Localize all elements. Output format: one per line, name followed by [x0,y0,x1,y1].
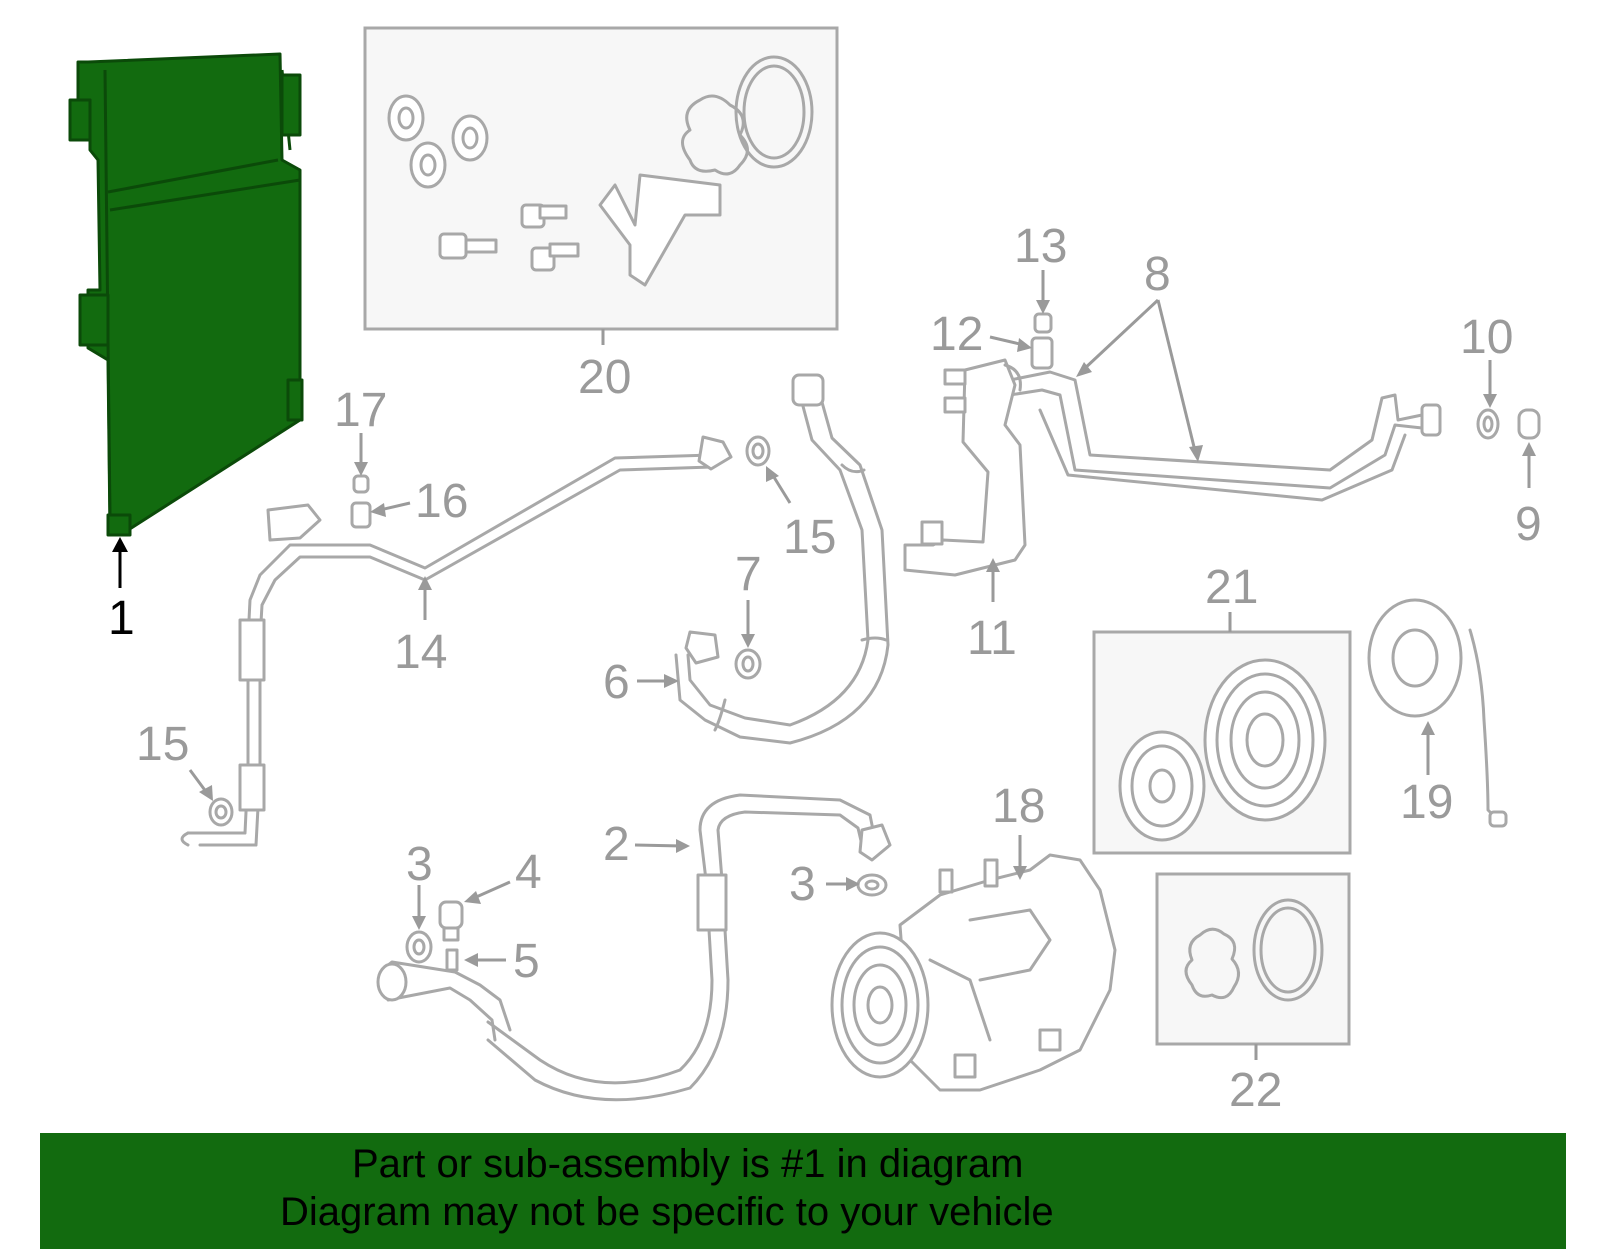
leader-8a [1081,298,1160,372]
arrow-8b [1189,445,1203,462]
leader-16 [379,501,411,512]
callout-19: 19 [1400,776,1453,829]
arrow-12 [1017,338,1032,352]
leader-15b [188,769,209,794]
condenser-part-1[interactable] [68,52,304,537]
arrow-7 [741,634,755,648]
arrow-18 [1013,866,1027,880]
leader-4 [473,880,511,900]
callout-17: 17 [334,384,387,437]
info-banner: Part or sub-assembly is #1 in diagram Di… [40,1133,1566,1249]
arrow-15a [766,466,779,482]
callout-15-left: 15 [136,718,189,771]
hardware-kit-box-20[interactable] [363,26,839,331]
callout-10: 10 [1460,311,1513,364]
leader-8b [1156,299,1198,456]
arrow-4 [464,891,481,904]
callout-13: 13 [1014,220,1067,273]
cap-part-13[interactable] [1033,312,1053,334]
seal-kit-box-22[interactable] [1155,872,1351,1046]
callout-8: 8 [1144,248,1171,301]
leader-2 [634,843,683,848]
callout-6: 6 [603,656,630,709]
leader-15a [770,473,792,504]
suction-hose-part-6[interactable] [674,373,890,745]
discharge-hose-part-2[interactable] [486,793,892,1102]
banner-line-2: Diagram may not be specific to your vehi… [280,1190,1054,1234]
callout-14: 14 [394,626,447,679]
arrow-1 [112,537,128,552]
callout-3-right: 3 [789,858,816,911]
liquid-line-part-11[interactable] [903,358,1027,577]
callout-15-top: 15 [783,511,836,564]
arrow-11 [986,558,1000,572]
arrow-19 [1421,721,1435,735]
callout-7: 7 [735,548,762,601]
arrow-16 [370,503,386,517]
banner-line-1: Part or sub-assembly is #1 in diagram [352,1142,1024,1186]
callout-20: 20 [578,351,631,404]
o-ring-part-7[interactable] [734,648,762,680]
o-ring-part-3-left[interactable] [405,930,433,964]
arrow-17 [354,462,368,476]
arrow-15b [199,785,213,801]
arrow-10 [1483,394,1497,408]
callout-16: 16 [415,475,468,528]
callout-21: 21 [1205,561,1258,614]
arrow-13 [1036,300,1050,314]
callout-2: 2 [603,818,630,871]
callout-5: 5 [513,935,540,988]
compressor-part-18[interactable] [830,853,1117,1092]
arrow-14 [418,576,432,590]
service-line-part-5[interactable] [376,948,512,1042]
callout-9: 9 [1515,498,1542,551]
arrow-5 [464,953,478,967]
callout-18: 18 [992,780,1045,833]
arrow-9 [1522,442,1536,456]
callout-1: 1 [108,592,135,645]
callout-22: 22 [1229,1064,1282,1117]
arrow-3b [846,877,860,891]
arrow-8a [1076,362,1092,377]
suction-line-part-8[interactable] [1008,370,1442,502]
clutch-kit-box-21[interactable] [1092,630,1352,855]
o-ring-part-15-top[interactable] [745,435,771,467]
cap-part-9[interactable] [1517,408,1541,440]
o-ring-part-3-right[interactable] [856,873,888,897]
arrow-3a [412,916,426,930]
cap-part-17[interactable] [352,474,370,494]
callout-3-left: 3 [406,838,433,891]
callout-12: 12 [930,308,983,361]
callout-11: 11 [967,612,1017,665]
liquid-line-part-14[interactable] [180,435,733,847]
callout-4: 4 [515,846,542,899]
valve-part-12[interactable] [1030,336,1054,370]
arrow-2 [676,839,690,853]
sensor-part-4[interactable] [438,900,464,942]
clutch-coil-part-19[interactable] [1367,598,1508,828]
o-ring-part-10[interactable] [1476,408,1500,440]
arrow-6 [664,674,679,688]
valve-part-16[interactable] [350,501,372,529]
o-ring-part-15-left[interactable] [208,797,234,827]
